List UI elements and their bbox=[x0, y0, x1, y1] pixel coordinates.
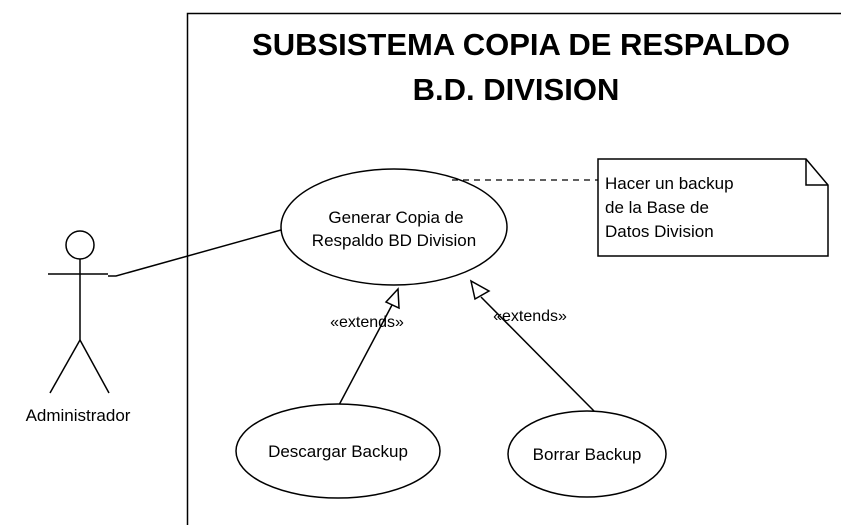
use-case-main-label-line1: Generar Copia de bbox=[328, 208, 463, 227]
association-line bbox=[108, 229, 282, 277]
extends-line-right bbox=[480, 296, 595, 412]
use-case-descargar-label: Descargar Backup bbox=[268, 442, 408, 461]
note-line1: Hacer un backup bbox=[605, 174, 734, 193]
use-case-ellipse bbox=[280, 168, 508, 286]
use-case-descargar-backup[interactable]: Descargar Backup bbox=[235, 403, 441, 499]
note-line2: de la Base de bbox=[605, 198, 709, 217]
diagram-title-line1: SUBSISTEMA COPIA DE RESPALDO bbox=[252, 27, 790, 62]
use-case-main-label-line2: Respaldo BD Division bbox=[312, 231, 476, 250]
note-fold bbox=[805, 159, 828, 186]
use-case-borrar-backup[interactable]: Borrar Backup bbox=[507, 410, 667, 498]
extends-arrow-left bbox=[338, 287, 400, 406]
use-case-ellipse bbox=[507, 410, 667, 498]
use-case-borrar-label: Borrar Backup bbox=[533, 445, 642, 464]
actor-right-leg bbox=[79, 339, 110, 394]
actor-left-leg bbox=[49, 339, 81, 394]
actor-name: Administrador bbox=[26, 406, 131, 425]
extends-label-right: «extends» bbox=[493, 308, 567, 325]
actor-administrador[interactable] bbox=[48, 230, 110, 394]
extends-label-left: «extends» bbox=[330, 314, 404, 331]
arrowhead-right-icon bbox=[469, 279, 491, 301]
note[interactable]: Hacer un backup de la Base de Datos Divi… bbox=[597, 158, 829, 257]
actor-head bbox=[65, 230, 95, 260]
arrowhead-left-icon bbox=[384, 287, 400, 310]
use-case-ellipse bbox=[235, 403, 441, 499]
extends-line-left bbox=[338, 304, 393, 406]
note-box bbox=[597, 158, 829, 257]
note-line3: Datos Division bbox=[605, 222, 714, 241]
diagram-title-line2: B.D. DIVISION bbox=[413, 72, 620, 107]
system-boundary bbox=[186, 12, 841, 525]
extends-arrow-right bbox=[469, 279, 595, 412]
use-case-generar-copia[interactable]: Generar Copia de Respaldo BD Division bbox=[280, 168, 508, 286]
